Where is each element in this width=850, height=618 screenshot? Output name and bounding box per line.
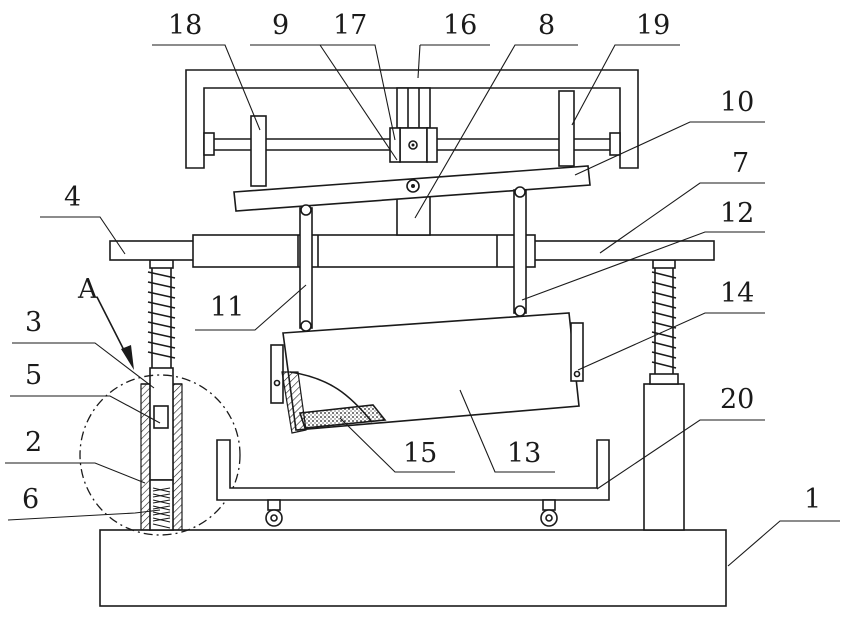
callout-13: 13 (507, 438, 541, 469)
cylinder (193, 235, 535, 267)
callout-11: 11 (210, 292, 244, 323)
link-right (514, 187, 526, 316)
callout-12: 12 (720, 198, 754, 229)
callout-2: 2 (25, 427, 42, 458)
callout-14: 14 (720, 278, 754, 309)
callout-3: 3 (25, 307, 42, 338)
right-spring (650, 260, 678, 384)
callout-8: 8 (538, 10, 555, 41)
left-spring (148, 260, 175, 368)
callout-5: 5 (25, 360, 42, 391)
base-plate (100, 530, 726, 606)
callout-10: 10 (720, 87, 754, 118)
callout-7: 7 (732, 148, 749, 179)
callout-9: 9 (272, 10, 289, 41)
callout-6: 6 (22, 484, 39, 515)
slider-right (559, 91, 574, 166)
callout-20: 20 (720, 384, 754, 415)
motor-block (390, 128, 437, 162)
callout-17: 17 (333, 10, 367, 41)
callout-18: 18 (168, 10, 202, 41)
callout-4: 4 (64, 182, 81, 213)
callout-15: 15 (403, 438, 437, 469)
callout-19: 19 (636, 10, 670, 41)
callout-1: 1 (804, 484, 821, 515)
rod-slot (154, 406, 168, 428)
link-left (300, 205, 312, 331)
callout-16: 16 (443, 10, 477, 41)
inner-spring (150, 480, 173, 530)
right-column (644, 384, 684, 530)
callout-a: A (77, 274, 98, 305)
